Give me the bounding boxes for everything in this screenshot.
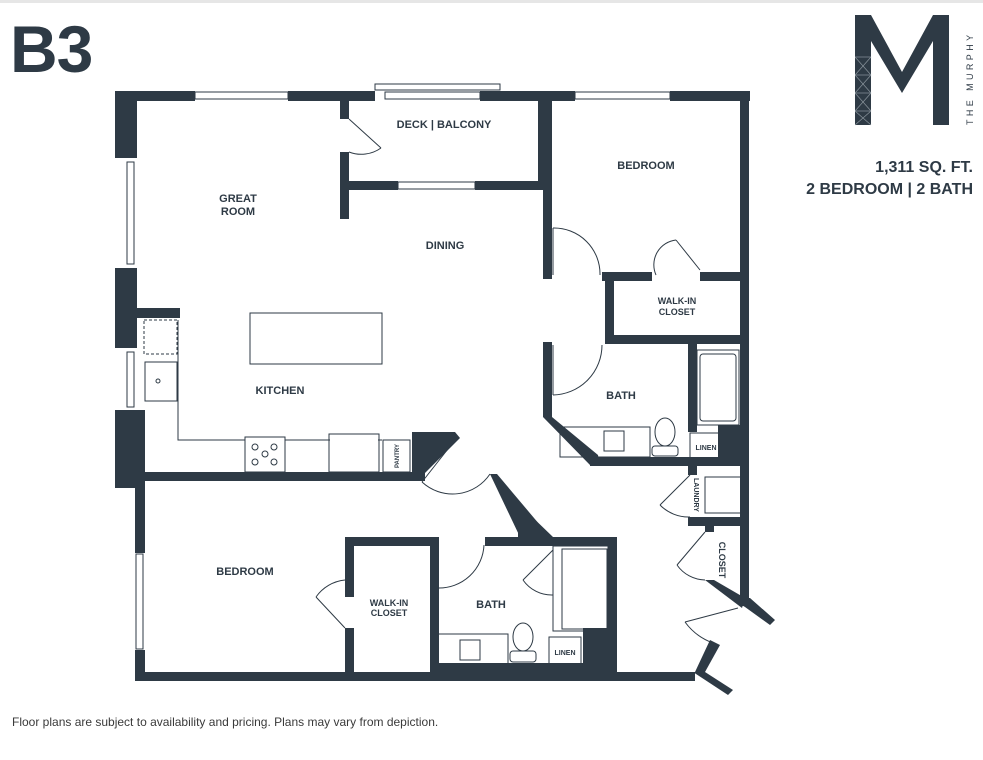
label-bedroom-2: BEDROOM [216,566,273,578]
washer-dryer [704,476,742,514]
toilet-1 [654,417,676,447]
doors [315,118,739,644]
shower-2 [552,545,609,632]
disclaimer-text: Floor plans are subject to availability … [12,715,439,729]
vanity-1 [559,426,651,458]
label-linen-2: LINEN [555,650,576,657]
linen-1-box [689,432,723,460]
label-bath-2: BATH [476,599,506,611]
m-logo-icon [855,15,949,126]
brand-name-vertical: THE MURPHY [965,31,975,125]
label-walkin-1: WALK-IN [658,296,697,306]
label-linen-1: LINEN [696,445,717,452]
top-border [0,0,983,3]
windows [126,83,671,650]
the-murphy-logo: THE MURPHY [855,15,975,126]
kitchen-sink [144,361,178,402]
label-walkin-1-2: CLOSET [659,307,696,317]
label-dining: DINING [426,240,465,252]
bed-bath-count: 2 BEDROOM | 2 BATH [806,181,973,198]
dishwasher [328,433,380,473]
kitchen-island [249,312,383,365]
linen-2-box [548,636,582,665]
unit-specs: 1,311 SQ. FT. 2 BEDROOM | 2 BATH [806,157,973,201]
burner-icons [251,443,278,466]
vanity-2 [432,633,509,665]
label-bedroom-1: BEDROOM [617,160,674,172]
label-closet: CLOSET [717,542,727,579]
label-pantry: PANTRY [395,444,401,468]
label-kitchen: KITCHEN [256,385,305,397]
label-walkin-2: WALK-IN [370,598,409,608]
room-labels: GREAT ROOM DECK | BALCONY DINING KITCHEN… [216,119,727,657]
label-bath-1: BATH [606,390,636,402]
bathtub-1 [696,349,740,426]
plan-code-title: B3 [10,12,93,86]
square-footage: 1,311 SQ. FT. [875,159,973,176]
label-great-room-2: ROOM [221,206,255,218]
toilet-2 [512,622,534,652]
walls [115,91,775,695]
label-great-room: GREAT [219,193,257,205]
label-walkin-2-2: CLOSET [371,608,408,618]
label-deck: DECK | BALCONY [397,119,492,131]
refrigerator [143,319,178,355]
fixtures [143,312,742,665]
pantry-box [382,439,411,473]
label-laundry: LAUNDRY [692,478,699,512]
range-stove [244,436,286,473]
